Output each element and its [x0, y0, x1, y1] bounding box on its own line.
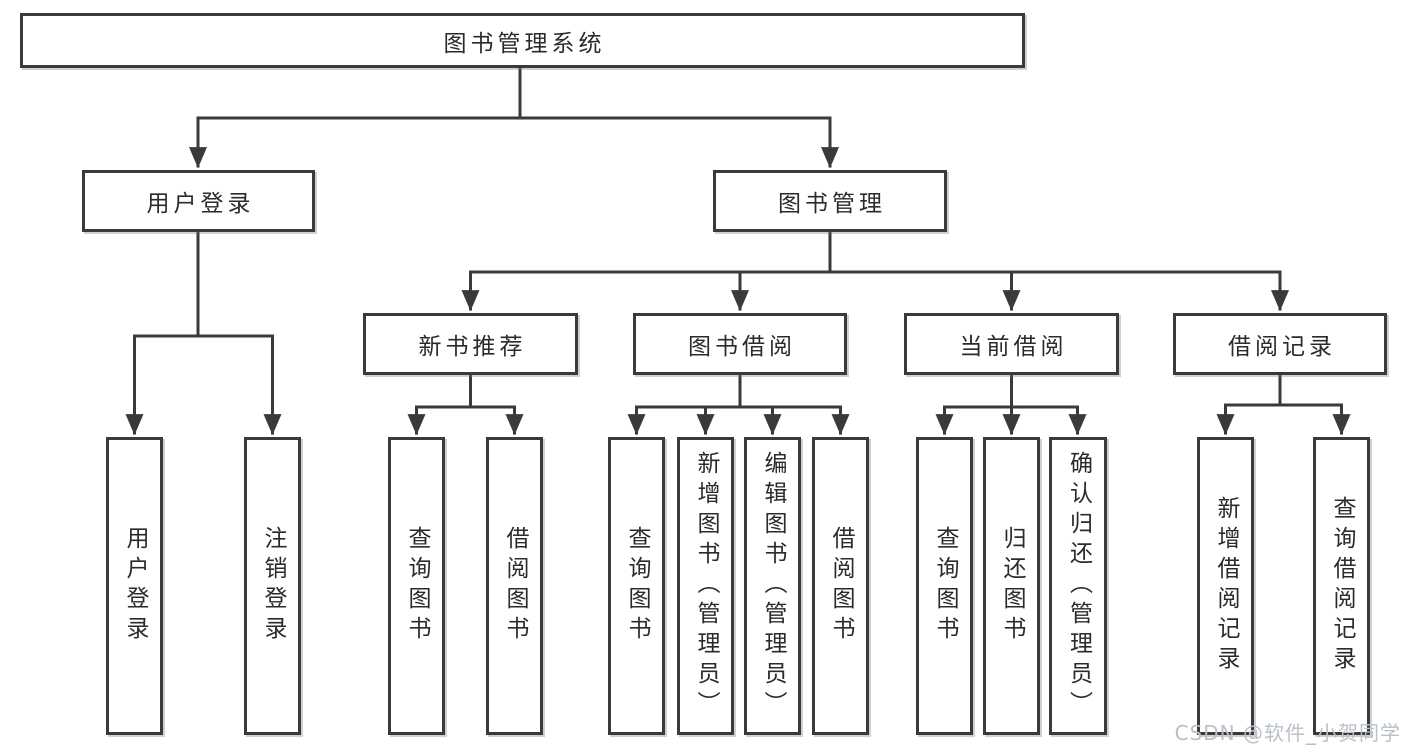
- leaf-borrow-books-borrowing-label: 借阅图书: [828, 526, 854, 646]
- leaf-return-books-label: 归还图书: [999, 526, 1025, 646]
- leaf-query-books-borrowing-label: 查询图书: [624, 526, 650, 646]
- leaf-edit-books-admin: 编辑图书（管理员）: [744, 437, 801, 735]
- node-new-book-recommend: 新书推荐: [363, 313, 578, 375]
- leaf-query-books-current: 查询图书: [916, 437, 973, 735]
- leaf-borrow-books-borrowing: 借阅图书: [812, 437, 869, 735]
- leaf-add-borrow-record-label: 新增借阅记录: [1213, 496, 1239, 676]
- leaf-query-books-borrowing: 查询图书: [608, 437, 665, 735]
- node-current-borrowing: 当前借阅: [904, 313, 1119, 375]
- leaf-edit-books-admin-label: 编辑图书（管理员）: [760, 451, 786, 721]
- node-book-management: 图书管理: [713, 170, 947, 232]
- leaf-add-books-admin-label: 新增图书（管理员）: [693, 451, 719, 721]
- leaf-logout-label: 注销登录: [260, 526, 286, 646]
- node-user-login: 用户登录: [82, 170, 315, 232]
- leaf-query-borrow-record-label: 查询借阅记录: [1329, 496, 1355, 676]
- leaf-borrow-books-recommend: 借阅图书: [486, 437, 543, 735]
- leaf-query-borrow-record: 查询借阅记录: [1313, 437, 1370, 735]
- leaf-query-books-recommend: 查询图书: [388, 437, 445, 735]
- leaf-add-borrow-record: 新增借阅记录: [1197, 437, 1254, 735]
- leaf-user-login-label: 用户登录: [122, 526, 148, 646]
- leaf-confirm-return-admin-label: 确认归还（管理员）: [1065, 451, 1092, 721]
- leaf-add-books-admin: 新增图书（管理员）: [677, 437, 734, 735]
- node-library-system: 图书管理系统: [20, 13, 1025, 68]
- leaf-borrow-books-recommend-label: 借阅图书: [502, 526, 528, 646]
- csdn-watermark: CSDN @软件_小贺同学: [1174, 721, 1401, 745]
- leaf-user-login: 用户登录: [106, 437, 163, 735]
- node-borrowing-records: 借阅记录: [1173, 313, 1387, 375]
- leaf-query-books-recommend-label: 查询图书: [404, 526, 430, 646]
- leaf-logout: 注销登录: [244, 437, 301, 735]
- node-book-borrowing: 图书借阅: [633, 313, 847, 375]
- leaf-confirm-return-admin: 确认归还（管理员）: [1049, 437, 1107, 735]
- leaf-query-books-current-label: 查询图书: [932, 526, 958, 646]
- leaf-return-books: 归还图书: [983, 437, 1040, 735]
